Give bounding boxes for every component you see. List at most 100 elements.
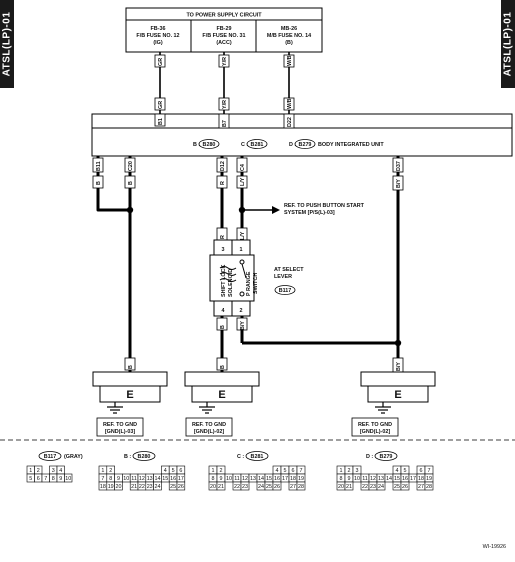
pin-label: D12 [220,161,226,171]
connector-pin-number: 10 [65,476,71,482]
ground-connector-body [367,385,429,403]
pin-label: B11 [96,161,102,171]
connector-pin-number: 9 [117,476,120,482]
connector-pin-number: 14 [155,476,161,482]
connector-pin-number: 18 [100,484,106,490]
connector-pin-number: 4 [59,468,62,474]
connector-pin-number: 22 [234,484,240,490]
biu-prefix: D : [289,142,296,148]
conn-oval-b281 [245,451,269,461]
wire-color-label: R [220,235,226,239]
connector-pin-number: 1 [29,468,32,474]
connector-pin-number: 10 [123,476,129,482]
connector-pin-number: 20 [338,484,344,490]
pin-label: D37 [396,161,402,171]
connector-pin-number: 4 [164,468,167,474]
connector-pin-number: 27 [290,484,296,490]
connector-prefix: B : [124,454,131,460]
connector-cell [153,481,162,491]
switch-pin-label: 4 [222,308,225,314]
connector-pin-number: 17 [178,476,184,482]
junction-dot [238,206,246,214]
wire-color-label: B/Y [240,321,246,330]
connector-pin-number: 17 [410,476,416,482]
shift-lock-solenoid-label: SHIFT LOCK [221,265,227,297]
connector-pin-number: 2 [109,468,112,474]
switch-pin-label: 3 [222,247,225,253]
connector-pin-number: 16 [402,476,408,482]
ground-ref-label: REF. TO GND [103,422,137,428]
connector-pin-number: 21 [346,484,352,490]
connector-cell [114,481,123,491]
connector-pin-number: 12 [370,476,376,482]
biu-oval-b281 [246,139,268,149]
connector-pin-number: 8 [212,476,215,482]
connector-pin-number: 17 [282,476,288,482]
ground-e-label: E [126,389,133,401]
connector-pin-number: 7 [101,476,104,482]
connector-pin-number: 24 [378,484,384,490]
connector-pin-number: 11 [131,476,137,482]
connector-pin-number: 6 [420,468,423,474]
connector-pin-number: 22 [362,484,368,490]
pin-label: B1 [158,118,164,125]
connector-cell [216,481,226,491]
ref-push-button-label: REF. TO PUSH BUTTON START [284,203,365,209]
connector-pin-number: 23 [242,484,248,490]
wire-color-label: B [220,325,226,329]
wire-color-label: W/B [287,55,293,66]
biu-oval-b280 [198,139,220,149]
fuse-label: MB-26 [281,26,297,32]
connector-pin-number: 8 [340,476,343,482]
connector-pin-number: 14 [258,476,264,482]
ground-ref-label: [GND(L)-02] [360,429,390,435]
pin-label: C20 [128,161,134,171]
connector-prefix: C : [237,454,244,460]
connector-cell [272,481,282,491]
ground-ref-label: REF. TO GND [192,422,226,428]
wire-d37 [242,156,400,345]
fuse-label: (ACC) [216,40,231,46]
ground-ref-label: [GND(L)-03] [105,429,135,435]
connector-pin-number: 24 [258,484,264,490]
connector-pin-number: 6 [292,468,295,474]
fuse-label: F/B FUSE NO. 12 [136,33,179,39]
connector-pin-number: 4 [396,468,399,474]
connector-pin-number: 7 [44,476,47,482]
connector-cell [296,481,306,491]
shift-lock-solenoid-label: SOLENOID [228,269,234,297]
wire-color-label: GR [158,58,164,66]
connector-prefix: D : [366,454,373,460]
wire-color-label: W/B [287,98,293,109]
ground-connector-top [360,371,436,387]
switch-pin-label: 1 [240,247,243,253]
connector-pin-number: 2 [348,468,351,474]
at-select-lever-label: AT SELECT [274,267,304,273]
connector-pin-number: 24 [155,484,161,490]
ground-e-label: E [218,389,225,401]
pin-label: B7 [222,120,228,127]
connector-pin-number: 6 [37,476,40,482]
biu-connector-id: B280 [203,142,216,148]
body-integrated-unit-box [91,113,513,157]
pin-label: C4 [240,164,246,171]
connector-cell [64,473,73,483]
connector-pin-number: 1 [212,468,215,474]
connector-pin-number: 4 [276,468,279,474]
fuse-label: M/B FUSE NO. 14 [267,33,311,39]
ground-ref-label: REF. TO GND [358,422,392,428]
connector-pin-number: 8 [52,476,55,482]
connector-pin-number: 26 [178,484,184,490]
switch-connector-id: B117 [279,288,292,294]
ground-e-label: E [394,389,401,401]
biu-title: BODY INTEGRATED UNIT [318,142,384,148]
connector-cell [400,481,410,491]
conn-oval-b280 [132,451,156,461]
fuse-label: (IG) [153,40,162,46]
connector-pin-number: 19 [108,484,114,490]
connector-pin-number: 21 [218,484,224,490]
connector-id: B279 [380,454,393,460]
biu-prefix: B : [193,142,200,148]
connector-pin-number: 9 [59,476,62,482]
